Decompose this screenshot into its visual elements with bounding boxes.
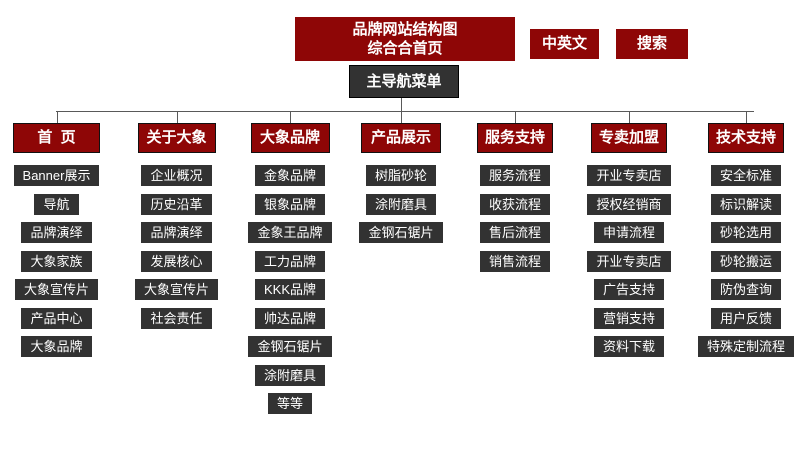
node-item: 特殊定制流程 [697,336,794,357]
node-item: 授权经销商 [587,193,671,215]
connector-drop [177,111,178,123]
search-node: 搜索 [616,29,688,59]
node-item: 品牌演绎 [141,222,212,243]
sitemap-column: 服务支持服务流程收获流程售后流程销售流程 [450,123,580,279]
node-item: 申请流程 [593,222,664,243]
connector-drop [401,111,402,123]
connector-stem [401,98,402,111]
node-item: 金钢石锯片 [248,336,332,357]
sitemap-column: 技术支持安全标准标识解读砂轮选用砂轮搬运防伪查询用户反馈特殊定制流程 [681,123,804,365]
node-item: 金象品牌 [254,165,325,186]
column-header: 专卖加盟 [591,123,667,153]
column-header: 关于大象 [137,123,216,153]
node-item: 开业专卖店 [587,250,671,272]
node-item: 涂附磨具 [254,364,325,386]
node-item: KKK品牌 [254,279,325,300]
node-item: 产品中心 [21,307,92,329]
column-header: 大象品牌 [250,123,330,153]
connector-rail [56,111,754,112]
sitemap-column: 产品展示树脂砂轮涂附磨具金钢石锯片 [336,123,466,251]
node-item: 标识解读 [710,193,781,215]
column-header: 技术支持 [708,123,784,153]
connector-drop [629,111,630,123]
node-item: 发展核心 [141,250,212,272]
diagram-title-line2: 综合合首页 [367,40,443,57]
node-item: 品牌演绎 [21,222,92,243]
node-item: 历史沿革 [141,193,212,215]
node-item: 大象家族 [21,250,92,272]
node-item: 收获流程 [479,193,550,215]
node-item: 砂轮搬运 [710,250,781,272]
sitemap-column: 首 页 Banner展示导航品牌演绎大象家族大象宣传片产品中心大象品牌 [0,123,122,365]
connector-drop [290,111,291,123]
column-header: 服务支持 [477,123,553,153]
node-item: 金象王品牌 [248,222,332,243]
node-item: 社会责任 [141,307,212,329]
node-item: 广告支持 [593,279,664,300]
node-item: 砂轮选用 [710,222,781,243]
column-header: 产品展示 [361,123,441,153]
node-item: 大象宣传片 [14,279,98,300]
sitemap-column: 关于大象企业概况历史沿革品牌演绎发展核心大象宣传片社会责任 [112,123,242,336]
node-item: 帅达品牌 [254,307,325,329]
node-item: 涂附磨具 [365,193,436,215]
node-item: 大象品牌 [21,336,92,357]
language-toggle-node: 中英文 [530,29,599,59]
node-item: 企业概况 [141,165,212,186]
connector-drop [57,111,58,123]
node-item: 营销支持 [593,307,664,329]
diagram-title-line1: 品牌网站结构图 [352,21,458,38]
node-item: 导航 [34,193,79,215]
connector-drop [515,111,516,123]
node-item: 等等 [267,393,312,414]
node-item: 金钢石锯片 [359,222,443,243]
node-item: 资料下载 [593,336,664,357]
node-item: 防伪查询 [710,279,781,300]
node-item: 售后流程 [479,222,550,243]
node-item: 树脂砂轮 [365,165,436,186]
node-item: 银象品牌 [254,193,325,215]
node-item: 安全标准 [710,165,781,186]
node-item: 开业专卖店 [587,165,671,186]
node-item: 服务流程 [479,165,550,186]
sitemap-column: 大象品牌金象品牌银象品牌金象王品牌工力品牌 KKK品牌帅达品牌金钢石锯片涂附磨具等… [225,123,355,422]
node-item: 销售流程 [479,250,550,272]
node-item: 工力品牌 [254,250,325,272]
main-nav-node: 主导航菜单 [349,65,459,98]
diagram-title: 品牌网站结构图 综合合首页 [295,17,515,61]
node-item: 用户反馈 [710,307,781,329]
sitemap-column: 专卖加盟开业专卖店授权经销商申请流程开业专卖店广告支持营销支持资料下载 [564,123,694,365]
column-header: 首 页 [13,123,100,153]
node-item: 大象宣传片 [134,279,218,300]
connector-drop [746,111,747,123]
node-item: Banner展示 [13,165,100,186]
